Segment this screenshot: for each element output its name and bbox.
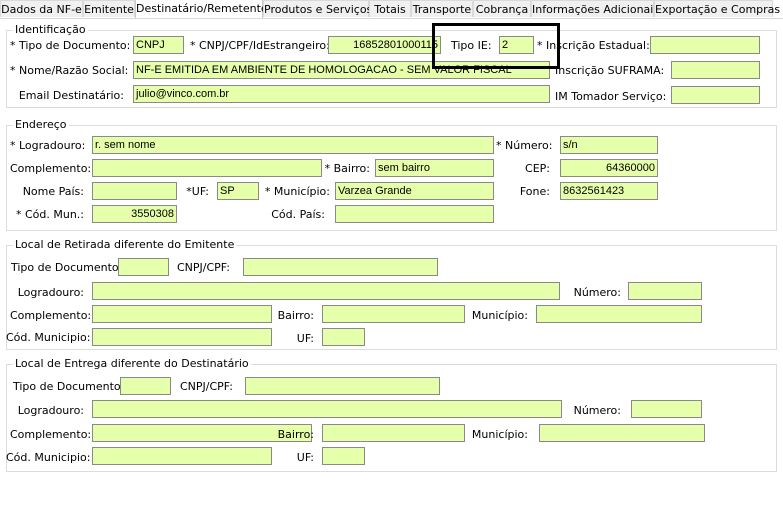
- cod-mun-label: * Cód. Mun.:: [15, 208, 84, 221]
- tipo-ie-field[interactable]: 2: [499, 36, 534, 54]
- entrega-municipio-field[interactable]: [539, 424, 705, 442]
- tab-exportacao-compras[interactable]: Exportação e Compras: [654, 0, 780, 17]
- entrega-logradouro-field[interactable]: [92, 400, 562, 418]
- retirada-numero-label: Número:: [573, 286, 621, 299]
- email-field[interactable]: julio@vinco.com.br: [133, 85, 550, 103]
- entrega-title: Local de Entrega diferente do Destinatár…: [13, 357, 251, 371]
- pais-label: Nome País:: [22, 185, 84, 198]
- retirada-title: Local de Retirada diferente do Emitente: [13, 238, 237, 252]
- cod-mun-field[interactable]: 3550308: [92, 205, 177, 223]
- tab-produtos-servicos[interactable]: Produtos e Serviços: [263, 0, 372, 17]
- tab-destinatario-remetente[interactable]: Destinatário/Remetente: [135, 0, 268, 18]
- tipo-ie-label: Tipo IE:: [451, 39, 492, 52]
- insc-estadual-label: * Inscrição Estadual:: [537, 39, 650, 52]
- entrega-bairro-field[interactable]: [322, 424, 465, 442]
- insc-estadual-field[interactable]: [650, 36, 760, 54]
- logradouro-field[interactable]: r. sem nome: [92, 136, 494, 154]
- retirada-numero-field[interactable]: [628, 282, 702, 300]
- entrega-tipo-doc-label: Tipo de Documento:: [13, 380, 125, 393]
- identificacao-title: Identificação: [13, 23, 88, 37]
- cep-field[interactable]: 64360000: [560, 159, 658, 177]
- retirada-municipio-label: Município:: [471, 309, 528, 322]
- retirada-complemento-field[interactable]: [92, 305, 272, 323]
- entrega-municipio-label: Município:: [471, 428, 528, 441]
- retirada-cnpj-label: CNPJ/CPF:: [177, 261, 230, 274]
- logradouro-label: * Logradouro:: [10, 139, 86, 152]
- identificacao-group: Identificação: [6, 23, 777, 108]
- retirada-bairro-label: Bairro:: [277, 309, 314, 322]
- cod-pais-field[interactable]: [335, 205, 494, 223]
- tab-dados-nfe[interactable]: Dados da NF-e: [0, 0, 83, 17]
- email-label: Email Destinatário:: [18, 89, 124, 102]
- entrega-cnpj-field[interactable]: [245, 377, 440, 395]
- im-label: IM Tomador Serviço:: [555, 90, 667, 103]
- tab-informacoes-adicionais[interactable]: Informações Adicionais: [531, 0, 659, 17]
- retirada-municipio-field[interactable]: [536, 305, 702, 323]
- entrega-cod-municipio-field[interactable]: [92, 447, 272, 465]
- retirada-uf-label: UF:: [296, 332, 314, 345]
- retirada-logradouro-label: Logradouro:: [17, 286, 84, 299]
- retirada-tipo-doc-label: Tipo de Documento:: [11, 261, 123, 274]
- retirada-cod-municipio-field[interactable]: [92, 328, 272, 346]
- retirada-complemento-label: Complemento:: [10, 309, 92, 322]
- entrega-bairro-label: Bairro:: [277, 428, 314, 441]
- cep-label: CEP:: [525, 162, 550, 175]
- uf-field[interactable]: SP: [217, 182, 259, 200]
- retirada-logradouro-field[interactable]: [92, 282, 560, 300]
- tipo-doc-label: * Tipo de Documento:: [10, 39, 131, 52]
- fone-field[interactable]: 8632561423: [560, 182, 658, 200]
- entrega-logradouro-label: Logradouro:: [17, 404, 84, 417]
- suframa-label: Inscrição SUFRAMA:: [555, 64, 665, 77]
- entrega-numero-label: Número:: [573, 404, 621, 417]
- retirada-tipo-doc-field[interactable]: [118, 258, 169, 276]
- retirada-uf-field[interactable]: [322, 328, 365, 346]
- cnpj-label: * CNPJ/CPF/IdEstrangeiro:: [190, 39, 330, 52]
- complemento-field[interactable]: [92, 159, 322, 177]
- entrega-uf-label: UF:: [296, 451, 314, 464]
- nome-label: * Nome/Razão Social:: [10, 64, 129, 77]
- numero-field[interactable]: s/n: [560, 136, 658, 154]
- entrega-complemento-field[interactable]: [92, 424, 312, 442]
- entrega-group: Local de Entrega diferente do Destinatár…: [6, 357, 777, 472]
- tab-totais[interactable]: Totais: [369, 0, 411, 17]
- cnpj-field[interactable]: 16852801000115: [328, 36, 441, 54]
- bairro-field[interactable]: sem bairro: [375, 159, 494, 177]
- retirada-group: Local de Retirada diferente do Emitente: [6, 238, 777, 350]
- complemento-label: Complemento:: [10, 162, 92, 175]
- endereco-group: Endereço: [6, 118, 777, 231]
- entrega-cod-municipio-label: Cód. Municipio:: [6, 451, 91, 464]
- cod-pais-label: Cód. País:: [271, 208, 325, 221]
- entrega-tipo-doc-field[interactable]: [120, 377, 171, 395]
- pais-field[interactable]: [92, 182, 177, 200]
- tipo-doc-field[interactable]: CNPJ: [133, 36, 184, 54]
- uf-label: *UF:: [186, 185, 209, 198]
- tab-emitente[interactable]: Emitente: [83, 0, 135, 17]
- retirada-cod-municipio-label: Cód. Municipio:: [6, 331, 91, 344]
- nome-field[interactable]: NF-E EMITIDA EM AMBIENTE DE HOMOLOGACAO …: [133, 61, 550, 79]
- municipio-field[interactable]: Varzea Grande: [335, 182, 494, 200]
- entrega-cnpj-label: CNPJ/CPF:: [180, 380, 233, 393]
- tab-cobranca[interactable]: Cobrança: [473, 0, 531, 17]
- tab-bar: Dados da NF-e Emitente Destinatário/Reme…: [0, 0, 783, 19]
- entrega-uf-field[interactable]: [322, 447, 365, 465]
- im-field[interactable]: [671, 86, 760, 104]
- tipo-ie-highlight-box: [432, 23, 560, 69]
- suframa-field[interactable]: [671, 61, 760, 79]
- bairro-label: * Bairro:: [324, 162, 370, 175]
- fone-label: Fone:: [519, 185, 550, 198]
- retirada-cnpj-field[interactable]: [243, 258, 438, 276]
- endereco-title: Endereço: [13, 118, 69, 132]
- retirada-bairro-field[interactable]: [322, 305, 465, 323]
- municipio-label: * Município:: [264, 185, 330, 198]
- tab-transporte[interactable]: Transporte: [411, 0, 473, 17]
- entrega-complemento-label: Complemento:: [10, 428, 92, 441]
- numero-label: * Número:: [496, 139, 553, 152]
- entrega-numero-field[interactable]: [631, 400, 702, 418]
